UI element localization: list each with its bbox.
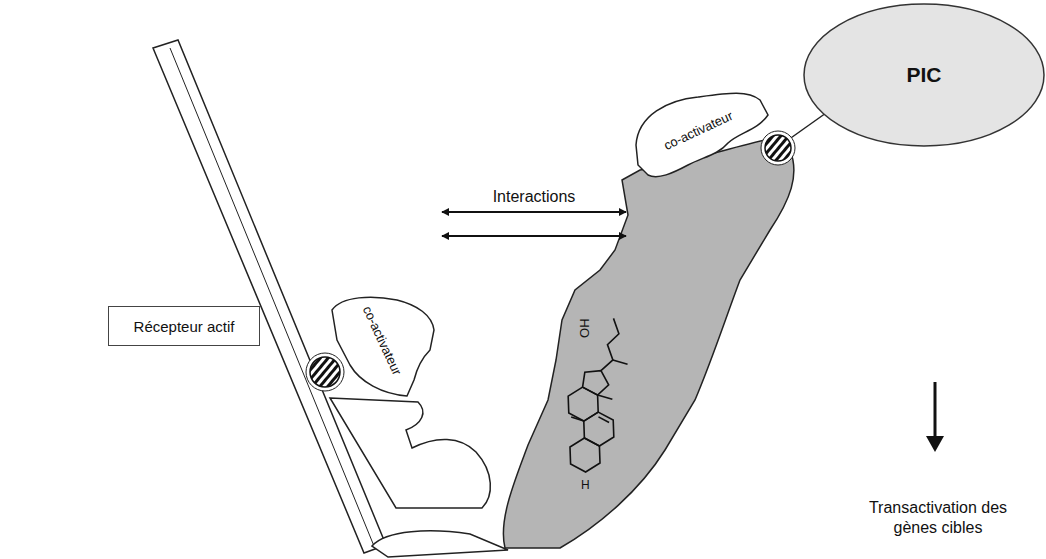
atom-label-holder: H [580,475,591,493]
hydroxyl-label: OH [577,318,593,338]
pic-ellipse-shape [804,4,1044,146]
af2-motif [310,357,340,387]
node-text: PIC [906,63,941,87]
pic-contact [788,113,826,140]
edge-label: Interactions [490,188,579,206]
hydroxyl-label-holder: OH [575,318,595,336]
interaction-arrow [442,235,626,237]
bar-inner-line [170,48,374,546]
edge-label-holder: Interactions [490,188,579,206]
transactivation-arrow [934,382,937,438]
outcome-label: Transactivation des gènes cibles [868,498,1008,538]
blob-outline [628,85,778,250]
af2-motif [765,135,791,161]
coactivator-shape: co-activateur [322,200,440,398]
pic-ellipse: PIC [803,3,1045,147]
af2-halo [761,131,795,165]
steroid-molecule [541,317,663,476]
blob-outline [322,200,440,398]
interaction-arrow [442,211,626,213]
arrow-head [926,436,944,452]
node-text: Récepteur actif [134,318,235,335]
coactivator-outline [332,297,434,396]
label-box: Récepteur actif [108,306,260,346]
receptor-hinge [372,531,508,557]
outcome-label-holder: Transactivation des gènes cibles [868,498,1008,538]
af2-halo [306,353,344,391]
receptor-domain [330,398,490,508]
atom-label: H [580,478,591,493]
receptor-bar [153,40,386,553]
coactivator-outline [636,93,768,176]
coactivator-shape: co-activateur [628,85,778,250]
